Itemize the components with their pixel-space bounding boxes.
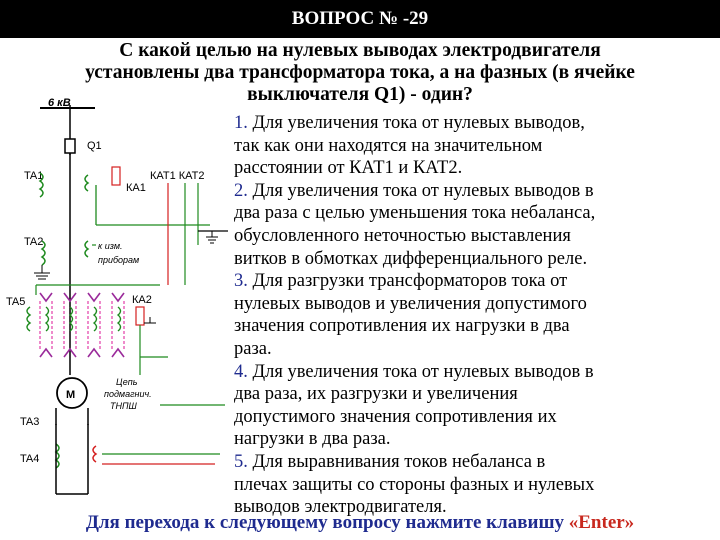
ta4-label: TA4 [20,453,39,465]
lower-diagram-svg: TA4 [20,424,220,495]
ka2-label: КА2 [132,294,152,306]
answer-text: Для увеличения тока от нулевых выводов в [252,180,594,201]
answer-option-3[interactable]: 3. Для разгрузки трансформаторов тока от… [234,270,718,360]
ta1-label: TA1 [24,170,43,182]
question-text: С какой целью на нулевых выводах электро… [0,40,720,106]
answer-text: обусловленного неточностью выставления [234,225,571,246]
answer-text: витков в обмотках дифференциального реле… [234,248,588,269]
enter-key-hint[interactable]: «Enter» [568,512,635,533]
answer-text: значения сопротивления их нагрузки в два [234,316,570,337]
footer-instruction: Для перехода к следующему вопросу нажмит… [0,512,720,534]
ta2-secondary-icon [84,240,90,258]
answer-text: так как они находятся на значительном [234,135,543,156]
ta3-label: TA3 [20,416,39,425]
ta1-coil-icon [38,172,44,198]
ta5-coils-icon [26,292,125,358]
kat-label: КАТ1 КАТ2 [150,170,205,182]
chain-label-3: ТНПШ [110,401,138,411]
answer-number: 1. [234,113,248,133]
answer-number: 5. [234,451,248,472]
answer-option-4[interactable]: 4. Для увеличения тока от нулевых выводо… [234,361,718,451]
chain-label: Цепь [116,377,138,387]
answer-number: 2. [234,180,248,201]
lower-diagram: TA4 [20,424,230,514]
answer-text: выводов электродвигателя. [234,497,447,518]
header-bar [0,0,720,38]
page-title: ВОПРОС № -29 [291,8,429,29]
instruments-label: к изм. [98,241,123,251]
question-line: выключателя Q1) - один? [247,84,473,105]
question-line: С какой целью на нулевых выводах электро… [119,40,601,61]
answer-text: расстоянии от КАТ1 и КАТ2. [234,158,463,179]
answer-text: Для разгрузки трансформаторов тока от [252,271,568,292]
answer-text: Для выравнивания токов небаланса в [252,451,546,472]
question-line: установлены два трансформатора тока, а н… [85,62,635,83]
breaker-icon [64,138,76,154]
answers-list: 1. Для увеличения тока от нулевых выводо… [234,112,718,519]
answer-text: раза. [234,338,272,359]
answer-text: два раза, их разгрузки и увеличения [234,384,518,405]
answer-option-2[interactable]: 2. Для увеличения тока от нулевых выводо… [234,180,718,270]
answer-number: 4. [234,361,248,382]
answer-text: плечах защиты со стороны фазных и нулевы… [234,474,595,495]
answer-text: допустимого значения сопротивления их [234,406,557,427]
answer-number: 3. [234,271,248,292]
ta4-coil-icon [92,445,98,463]
ta2-coil-icon [40,240,46,266]
motor-label: M [66,389,75,401]
ka1-label: КА1 [126,182,146,194]
ta5-label: TA5 [6,296,25,308]
ta1-secondary-icon [84,174,90,192]
instruments-label-2: приборам [98,255,139,265]
voltage-label: 6 кВ [48,97,71,109]
q1-label: Q1 [87,140,102,152]
answer-text: Для увеличения тока от нулевых выводов в [252,361,594,382]
chain-label-2: подмагнич. [104,389,152,399]
ka1-relay-icon [111,166,121,186]
answer-option-1[interactable]: 1. Для увеличения тока от нулевых выводо… [234,112,718,180]
ta3-coil-icon [54,443,60,469]
footer-text: Для перехода к следующему вопросу нажмит… [85,512,569,533]
answer-text: Для увеличения тока от нулевых выводов, [252,113,585,133]
answer-text: нулевых выводов и увеличения допустимого [234,293,587,314]
answer-text: нагрузки в два раза. [234,429,391,450]
motor-icon [56,377,88,409]
ta2-label: TA2 [24,236,43,248]
circuit-diagram: 6 кВ Q1 TA1 КА1 КАТ1 КАТ2 TA2 к изм. при… [6,97,228,425]
answer-text: два раза с целью уменьшения тока небалан… [234,203,596,224]
ka2-relay-icon [135,306,145,326]
answer-option-5[interactable]: 5. Для выравнивания токов небаланса в пл… [234,451,718,519]
